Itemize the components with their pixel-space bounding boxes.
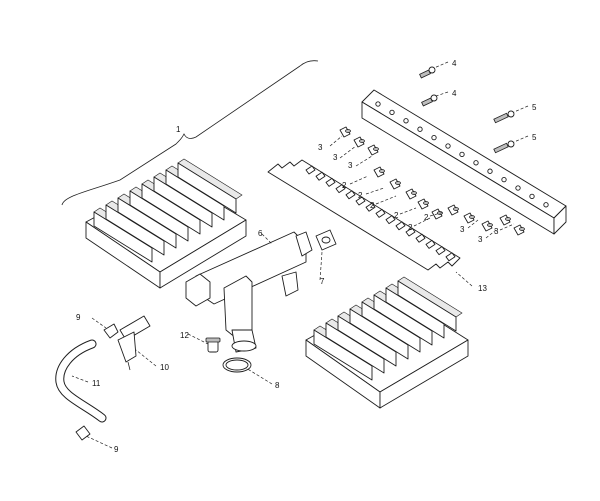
screw-5a: [493, 110, 515, 124]
gasket-tooth: [405, 227, 416, 237]
callout-2e: 2: [408, 223, 413, 232]
callout-2c: 2: [370, 201, 375, 210]
injector: [339, 126, 351, 138]
burner-left-fin-side: [177, 162, 237, 214]
callout-5a: 5: [532, 103, 537, 112]
clip-9a: [103, 323, 119, 339]
screw-4b: [421, 94, 438, 107]
injector: [499, 214, 511, 226]
callout-3e: 3: [478, 235, 483, 244]
manifold-hole: [543, 202, 549, 208]
callout-3b: 3: [333, 153, 338, 162]
injector: [405, 188, 417, 200]
gasket-tooth: [375, 208, 386, 218]
callout-3f: 3: [494, 227, 499, 236]
callout-labels: 1 4 4 5 5 3 3 3 2 2 2 2 2 2 3 3 3 13 6 7…: [76, 59, 537, 454]
callout-2a: 2: [342, 181, 347, 190]
square-gasket: [315, 229, 337, 251]
callout-3d: 3: [460, 225, 465, 234]
injector: [353, 136, 365, 148]
injector: [513, 224, 525, 236]
gasket-tooth: [415, 233, 426, 243]
gasket-tooth: [395, 221, 406, 231]
gasket-tooth: [325, 177, 336, 187]
gasket-tooth: [305, 165, 316, 175]
gasket-tooth: [425, 239, 436, 249]
callout-5b: 5: [532, 133, 537, 142]
screw-5b: [493, 140, 515, 154]
manifold-hole: [431, 134, 437, 141]
callout-12: 12: [180, 331, 189, 340]
injector: [463, 212, 475, 224]
gasket-strip: [267, 159, 461, 271]
gasket-tooth: [335, 184, 346, 194]
burner-assembly-right: [305, 276, 469, 409]
manifold-hole: [473, 160, 479, 166]
gasket-tooth: [345, 190, 356, 200]
injector: [389, 178, 401, 190]
callout-7: 7: [320, 277, 325, 286]
callout-3c: 3: [348, 161, 353, 170]
callout-4b: 4: [452, 89, 457, 98]
burner-assembly-left: [85, 158, 247, 289]
manifold-hole: [501, 176, 507, 183]
manifold-hole: [445, 143, 451, 149]
gasket-tooth: [355, 196, 366, 206]
manifold-hole: [529, 193, 535, 200]
gasket-tooth: [385, 215, 396, 225]
manifold-hole: [403, 118, 409, 124]
callout-1: 1: [176, 125, 181, 134]
callout-2f: 2: [424, 213, 429, 222]
gasket-tooth: [435, 246, 446, 256]
injector: [481, 220, 493, 232]
manifold-hole: [487, 168, 493, 174]
gasket-tooth: [365, 202, 376, 212]
manifold-hole: [417, 126, 423, 132]
injector: [367, 144, 379, 156]
manifold-hole: [375, 101, 381, 107]
injector: [447, 204, 459, 216]
callout-2b: 2: [358, 191, 363, 200]
gasket-tooth: [315, 171, 326, 181]
callout-8: 8: [275, 381, 280, 390]
plug: [205, 337, 221, 353]
callout-2d: 2: [394, 211, 399, 220]
callout-9b: 9: [114, 445, 119, 454]
group-bracket-1: [61, 60, 319, 206]
injector: [417, 198, 429, 210]
callout-11: 11: [92, 379, 101, 388]
burner-right-fin-side: [397, 280, 457, 332]
manifold-hole: [389, 109, 395, 116]
gas-manifold-body: [185, 231, 313, 353]
clip-9b: [75, 425, 91, 441]
leader-lines: [71, 61, 529, 449]
callout-4a: 4: [452, 59, 457, 68]
callout-13: 13: [478, 284, 487, 293]
callout-6: 6: [258, 229, 263, 238]
callout-9a: 9: [76, 313, 81, 322]
callout-10: 10: [160, 363, 169, 372]
manifold-hole: [515, 185, 521, 191]
ignition-electrode: [117, 315, 151, 371]
injector-manifold: [361, 89, 567, 235]
gasket-tooth: [445, 252, 456, 262]
injector: [373, 166, 385, 178]
callout-3a: 3: [318, 143, 323, 152]
screw-4a: [419, 66, 436, 79]
manifold-hole: [459, 151, 465, 158]
